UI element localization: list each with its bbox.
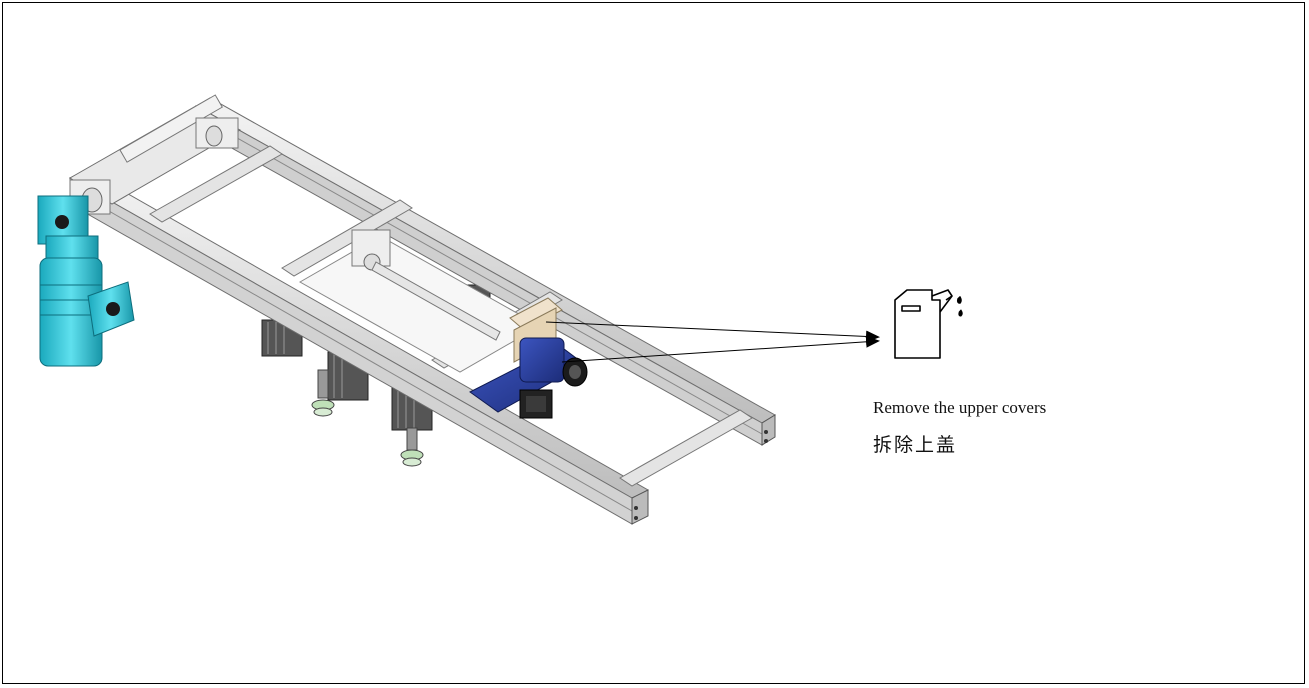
frame-rail-back: [194, 97, 776, 446]
callout-arrows: [545, 321, 880, 363]
instruction-english: Remove the upper covers: [873, 398, 1047, 417]
oil-can-icon: [894, 289, 963, 359]
drive-motor: [37, 195, 135, 367]
middle-carriage: [298, 229, 542, 373]
instruction-chinese: 拆除上盖: [873, 435, 958, 456]
frame-rail-front: [68, 169, 768, 525]
gear-motor: [469, 337, 588, 419]
